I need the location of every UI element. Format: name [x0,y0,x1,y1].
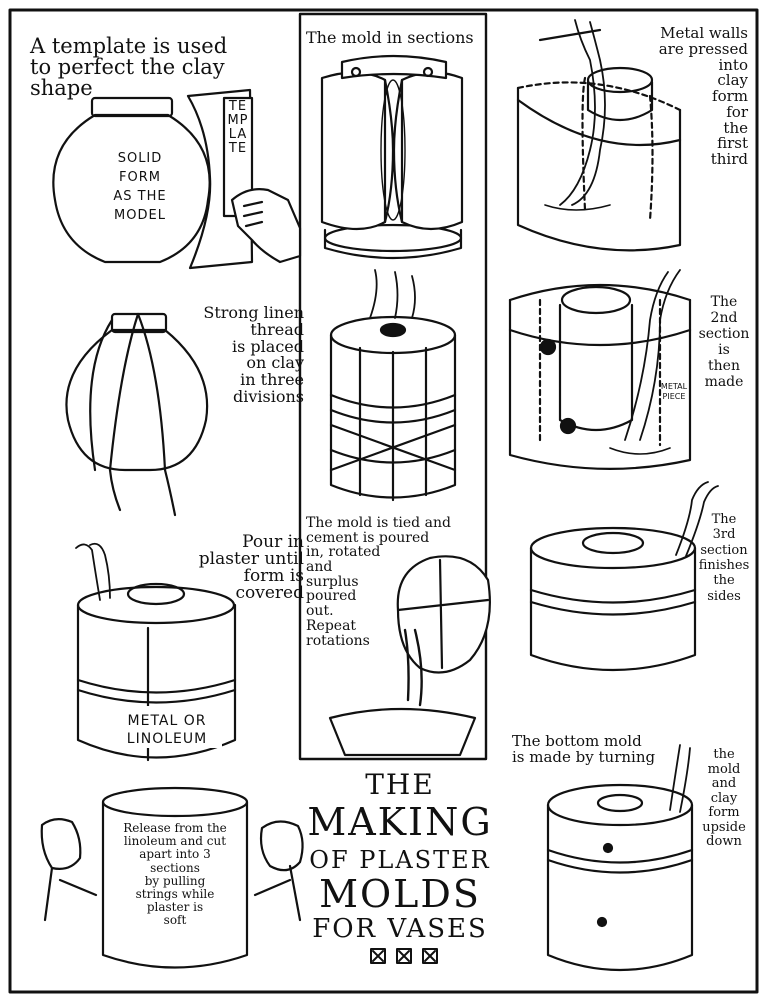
caption-release: Release from the linoleum and cut apart … [123,821,227,928]
caption-bottom-mold: The bottom mold is made by turning [512,732,656,766]
right-hand-pulling-drawing [259,820,304,922]
solid-form-vase-drawing [52,96,211,264]
caption-tied-cement: The mold is tied and cement is poured in… [306,515,451,649]
release-sections-drawing [58,786,292,969]
outer-border [8,8,759,994]
metal-walls-first-third-drawing [516,19,682,252]
sectioned-mold-drawing [320,54,464,260]
caption-template-word: TEMPLATE [226,99,250,157]
caption-metal-piece: METAL PIECE [660,382,688,401]
second-section-drawing [508,269,692,470]
caption-mold-sections: The mold in sections [306,28,474,47]
bottom-mold-drawing [546,744,694,972]
page-title-line-5: FOR VASES [312,914,488,944]
center-column-frame [298,12,488,761]
caption-metal-walls: Metal walls are pressed into clay form f… [658,24,748,168]
caption-solid-form: SOLID FORM AS THE MODEL [113,151,167,223]
title-ornaments [370,948,438,964]
page-title-line-3: OF PLASTER [309,846,491,874]
vase-with-thread-drawing [65,312,209,517]
caption-template: A template is used to perfect the clay s… [30,34,228,100]
cement-rotation-drawing [328,555,491,757]
caption-pour-plaster: Pour in plaster until form is covered [198,532,304,603]
caption-mold-upside: the mold and clay form upside down [702,747,746,850]
third-section-drawing [529,481,719,672]
caption-metal-linoleum: METAL OR LINOLEUM [126,713,208,748]
page-title-line-1: THE [365,768,435,801]
tied-mold-drawing [329,269,457,502]
template-word-text: TEMPLATE [227,99,249,157]
page-title-line-4: MOLDS [319,872,481,916]
caption-third-section: The 3rd section finishes the sides [698,512,750,604]
page-title-line-2: MAKING [307,800,493,844]
caption-linen-thread: Strong linen thread is placed on clay in… [203,303,304,406]
left-hand-pulling-drawing [40,818,82,922]
metal-linoleum-band [112,706,222,748]
caption-second-section: The 2nd section is then made [698,294,750,391]
hand-holding-template-drawing [230,188,302,264]
